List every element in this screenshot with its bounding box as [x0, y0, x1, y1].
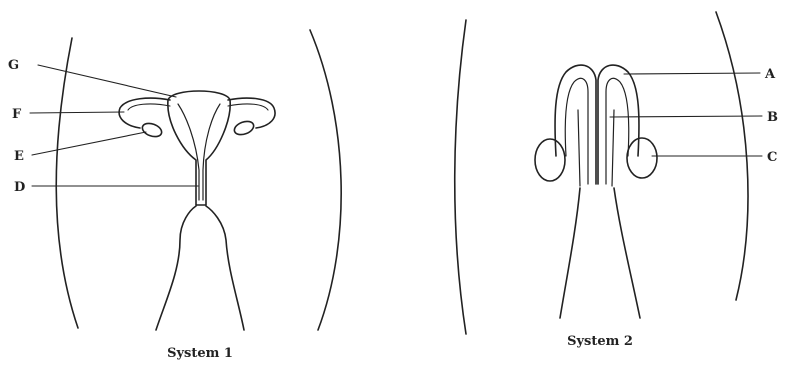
- vagina-right-wall: [206, 206, 244, 330]
- left-testis: [535, 139, 565, 181]
- right-sperm-duct: [598, 65, 639, 184]
- left-ovary: [141, 121, 164, 139]
- leader-line-A: [624, 73, 760, 74]
- vagina-left-wall: [156, 206, 196, 330]
- left-oviduct-inner: [128, 104, 170, 110]
- system-2-caption: System 2: [567, 334, 633, 349]
- label-G: G: [8, 58, 19, 73]
- left-leg-line: [560, 188, 580, 318]
- system-1-body-outline-left: [56, 38, 78, 328]
- right-leg-line: [614, 188, 640, 318]
- right-testis: [627, 138, 657, 178]
- system-1-diagram: [30, 30, 341, 330]
- label-B: B: [767, 110, 778, 125]
- system-2-diagram: [455, 12, 762, 334]
- left-sperm-duct-inner: [565, 78, 588, 184]
- urethra-right: [612, 110, 614, 186]
- urethra-left: [578, 110, 580, 186]
- leader-line-B: [610, 116, 762, 117]
- label-F: F: [12, 107, 22, 122]
- leader-line-F: [30, 112, 124, 113]
- label-C: C: [767, 150, 777, 165]
- label-D: D: [14, 180, 25, 195]
- leader-line-E: [32, 132, 146, 155]
- system-1-caption: System 1: [167, 346, 233, 361]
- label-E: E: [14, 149, 24, 164]
- right-oviduct: [228, 98, 275, 128]
- label-A: A: [764, 67, 776, 82]
- right-sperm-duct-inner: [606, 78, 629, 184]
- right-ovary: [233, 119, 256, 137]
- system-1-body-outline-right: [310, 30, 341, 330]
- right-oviduct-inner: [228, 104, 268, 110]
- leader-line-G: [38, 65, 176, 97]
- left-sperm-duct: [555, 65, 596, 184]
- system-2-body-outline-left: [455, 20, 466, 334]
